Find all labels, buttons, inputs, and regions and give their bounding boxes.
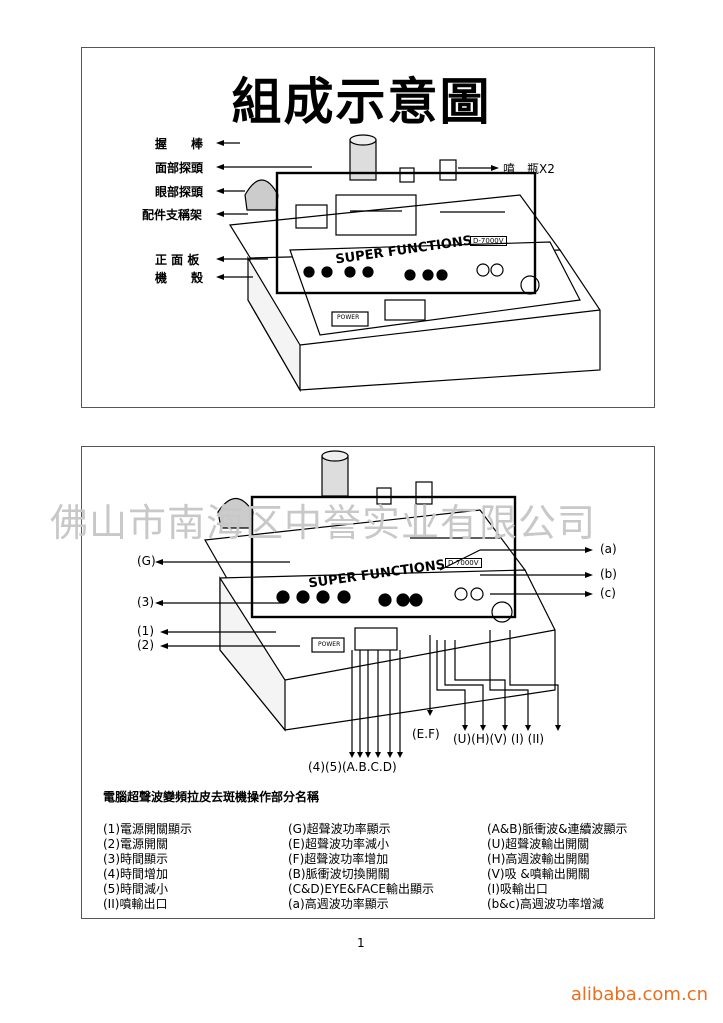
callout-2: (2) <box>137 638 154 652</box>
callout-uhv: (U)(H)(V) (I) (II) <box>453 732 545 746</box>
legend-col2-2: (F)超聲波功率增加 <box>288 852 389 866</box>
page-title: 組成示意圖 <box>231 73 492 131</box>
legend-title: 電腦超聲波變頻拉皮去斑機操作部分名稱 <box>103 790 320 804</box>
legend-col2-5: (a)高週波功率顯示 <box>288 897 389 911</box>
callout-3: (3) <box>137 595 154 609</box>
label-front-panel: 正 面 板 <box>155 253 200 267</box>
label-holder: 配件支稱架 <box>142 208 203 222</box>
callout-a: (a) <box>600 542 617 556</box>
legend-col3-3: (V)吸 &噴輸出開關 <box>487 867 590 881</box>
callout-g: (G) <box>137 554 156 568</box>
label-face-probe: 面部探頭 <box>155 161 204 175</box>
label-casing: 機 殼 <box>155 271 204 285</box>
model-label: D-7000V <box>470 236 507 246</box>
model-label-bottom: D-7000V <box>445 558 482 568</box>
legend-col2-0: (G)超聲波功率顯示 <box>288 822 391 836</box>
label-spray-bottle: 噴 瓶X2 <box>503 162 555 176</box>
legend-col2-3: (B)脈衝波切換開關 <box>288 867 390 881</box>
legend-col1-1: (2)電源開關 <box>103 837 168 851</box>
legend-col1-4: (5)時間減小 <box>103 882 168 896</box>
legend-col1-2: (3)時間顯示 <box>103 852 168 866</box>
legend-col3-2: (H)高週波輸出開關 <box>487 852 590 866</box>
label-eye-probe: 眼部探頭 <box>155 185 204 199</box>
legend-col3-4: (I)吸輸出口 <box>487 882 548 896</box>
callout-1: (1) <box>137 624 154 638</box>
site-watermark: alibaba.com.cn <box>570 984 708 1005</box>
legend-col2-4: (C&D)EYE&FACE輸出顯示 <box>288 882 434 896</box>
callout-45abcd: (4)(5)(A.B.C.D) <box>308 760 397 774</box>
power-label: POWER <box>337 314 360 321</box>
callout-b: (b) <box>600 567 617 581</box>
callout-ef: (E.F) <box>412 727 440 741</box>
legend-col1-0: (1)電源開關顯示 <box>103 822 192 836</box>
legend-col1-5: (II)噴輸出口 <box>103 897 168 911</box>
page-number: 1 <box>357 936 365 950</box>
legend-col3-0: (A&B)脈衝波&連續波顯示 <box>487 822 628 836</box>
callout-c: (c) <box>600 586 616 600</box>
watermark: 佛山市南海区中誉实业有限公司 <box>50 501 597 545</box>
legend-col1-3: (4)時間增加 <box>103 867 168 881</box>
legend-col2-1: (E)超聲波功率減小 <box>288 837 389 851</box>
legend-col3-5: (b&c)高週波功率增減 <box>487 897 604 911</box>
label-handle: 握 棒 <box>155 137 204 151</box>
legend-col3-1: (U)超聲波輸出開關 <box>487 837 590 851</box>
power-label-bottom: POWER <box>318 641 341 648</box>
